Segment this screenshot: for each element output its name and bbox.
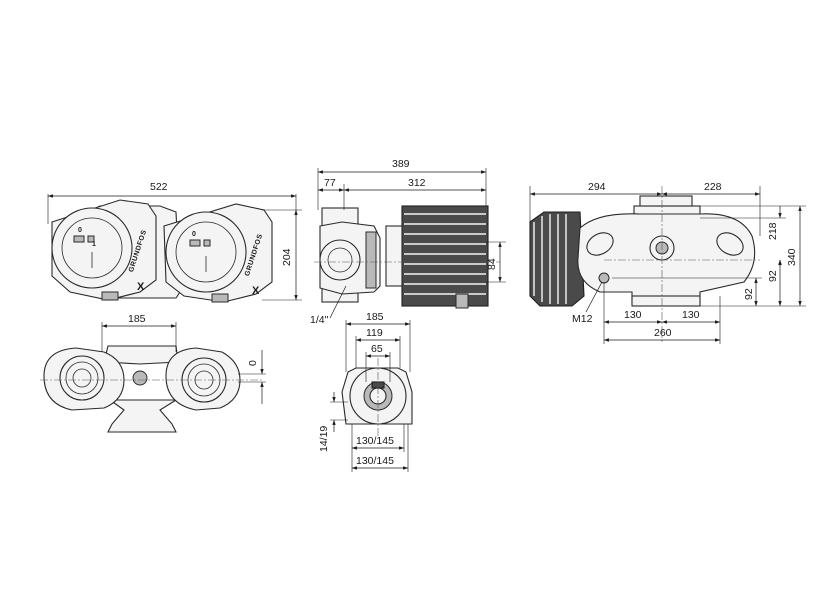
dim-130-right: 130	[682, 309, 700, 321]
dim-130-145-b: 130/145	[356, 455, 394, 467]
bottom-view: 185 0	[40, 313, 266, 433]
side-motor	[401, 205, 489, 307]
dim-185-flange: 185	[366, 311, 384, 323]
dim-312: 312	[408, 177, 426, 189]
dim-77: 77	[324, 177, 336, 189]
dim-65: 65	[371, 343, 383, 355]
svg-text:0: 0	[192, 231, 196, 238]
dim-218: 218	[767, 222, 779, 240]
side-view: 389 77 312 84 1/4"	[310, 158, 506, 326]
left-logo-mark: X	[137, 281, 145, 293]
dim-130-145-a: 130/145	[356, 435, 394, 447]
svg-text:1: 1	[92, 241, 96, 248]
bottom-foot	[107, 399, 178, 433]
dim-228: 228	[704, 181, 722, 193]
left-control-face	[51, 207, 133, 289]
dim-92-left: 92	[743, 288, 755, 300]
dim-522: 522	[150, 181, 168, 193]
dim-130-left: 130	[624, 309, 642, 321]
flange-view: 185 119 65 14/19 130/145 130/145	[318, 311, 413, 472]
dim-389: 389	[392, 158, 410, 170]
dim-119: 119	[366, 327, 383, 339]
dim-185-ports: 185	[128, 313, 146, 325]
dim-294: 294	[588, 181, 606, 193]
dim-m12: M12	[572, 313, 593, 325]
dim-14-19: 14/19	[318, 426, 330, 452]
end-motor-housing	[529, 211, 585, 307]
dim-92-right: 92	[767, 270, 779, 282]
dim-340: 340	[786, 248, 798, 266]
dim-84: 84	[486, 258, 498, 270]
dim-gauge-port: 1/4"	[310, 314, 329, 326]
dim-260: 260	[654, 327, 672, 339]
display-symbol: 0	[78, 227, 82, 234]
dim-204: 204	[281, 248, 293, 266]
right-logo-mark: X	[252, 285, 260, 297]
top-view: 0 1 GRUNDFOS X 0 GRUNDFOS X 522 204	[47, 181, 302, 303]
right-control-face	[165, 211, 247, 293]
dim-0: 0	[247, 360, 259, 366]
end-view: 294 228 218 340 92 92 M12 130 130 260	[529, 181, 806, 344]
